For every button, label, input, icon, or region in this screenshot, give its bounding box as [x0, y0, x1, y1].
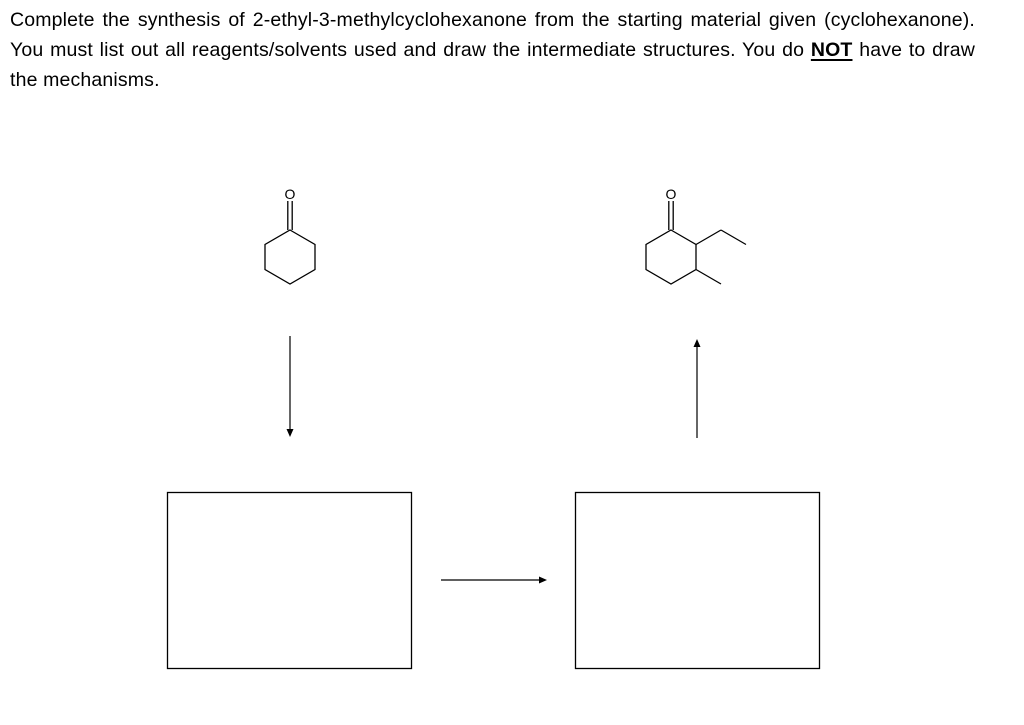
product-ethyl-bond-2 [720, 229, 747, 246]
product-oxygen-label: O [666, 186, 677, 202]
product-methyl-bond [695, 268, 722, 285]
arrow-up-final-step [693, 339, 701, 438]
question-text-part1: Complete the synthesis of 2-ethyl-3-meth… [10, 9, 975, 61]
starting-material-oxygen-label: O [285, 186, 296, 202]
question-text: Complete the synthesis of 2-ethyl-3-meth… [10, 5, 975, 95]
arrow-right-middle-step [441, 576, 547, 584]
product-ethyl-bond-1 [695, 229, 722, 246]
intermediate-box-2[interactable] [574, 491, 821, 670]
question-emphasis-not: NOT [810, 39, 853, 61]
question-text-part2: have to draw the mechanisms. [10, 39, 975, 91]
starting-material-structure [264, 201, 316, 285]
intermediate-box-1[interactable] [166, 491, 413, 670]
arrow-down-step-1 [286, 336, 294, 437]
product-structure [645, 201, 747, 285]
starting-material-ring [264, 229, 316, 285]
product-ring [645, 229, 697, 285]
